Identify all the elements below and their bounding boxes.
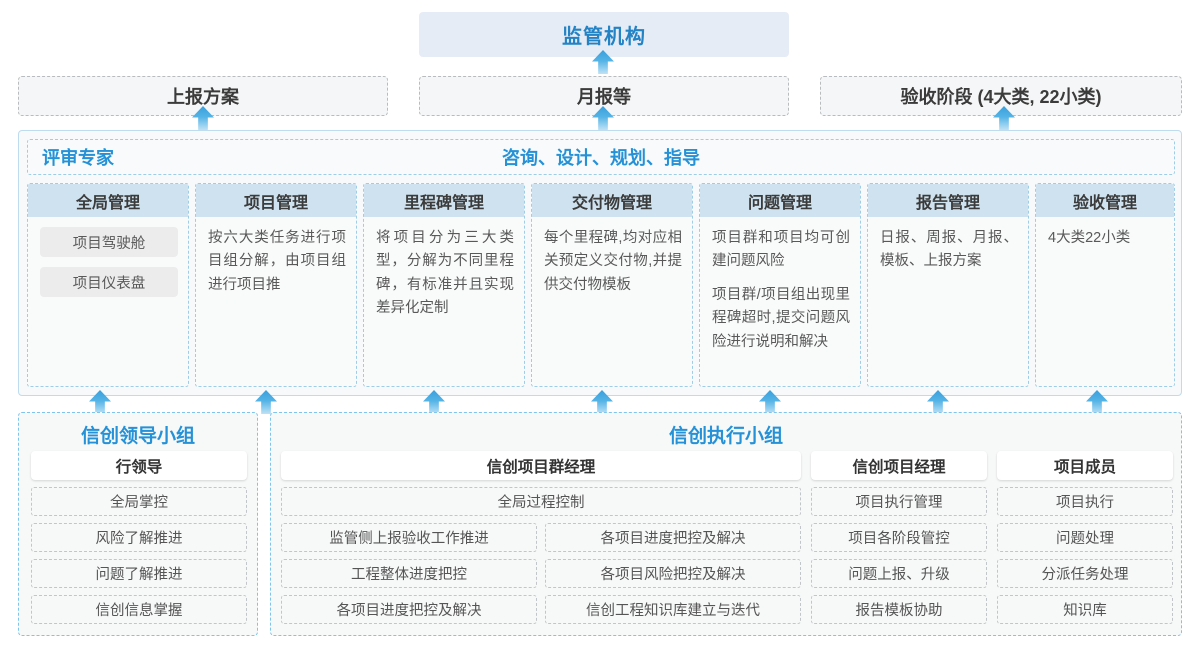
management-column-issue[interactable]: 问题管理 项目群和项目均可创建问题风险 项目群/项目组出现里程碑超时,提交问题风… (699, 183, 861, 387)
management-column-milestone[interactable]: 里程碑管理 将项目分为三大类型，分解为不同里程碑，有标准并且实现差异化定制 (363, 183, 525, 387)
role-duty-item[interactable]: 工程整体进度把控 (281, 559, 537, 588)
column-paragraph: 每个里程碑,均对应相关预定义交付物,并提供交付物模板 (544, 230, 682, 293)
duty-row: 监管侧上报验收工作推进 各项目进度把控及解决 (281, 523, 801, 552)
role-title: 项目成员 (997, 451, 1173, 480)
role-duty-item[interactable]: 问题上报、升级 (811, 559, 987, 588)
management-column-acceptance[interactable]: 验收管理 4大类22小类 (1035, 183, 1175, 387)
column-paragraph: 项目群/项目组出现里程碑超时,提交问题风险进行说明和解决 (712, 286, 850, 350)
column-paragraph: 4大类22小类 (1048, 230, 1131, 246)
column-paragraph: 项目群和项目均可创建问题风险 (712, 230, 850, 270)
consulting-title-bar: 评审专家 咨询、设计、规划、指导 (27, 139, 1175, 175)
leadership-group-title: 信创领导小组 (80, 426, 195, 447)
role-duty-item[interactable]: 各项目风险把控及解决 (545, 559, 801, 588)
regulator-label: 监管机构 (562, 26, 646, 48)
role-duty-item[interactable]: 风险了解推进 (31, 523, 247, 552)
column-header: 交付物管理 (532, 184, 692, 217)
document-label: 月报等 (577, 87, 631, 107)
management-column-global[interactable]: 全局管理 项目驾驶舱 项目仪表盘 (27, 183, 189, 387)
role-duty-item[interactable]: 各项目进度把控及解决 (545, 523, 801, 552)
role-title: 行领导 (31, 451, 247, 480)
review-expert-title: 评审专家 (42, 148, 114, 168)
role-duty-item[interactable]: 全局过程控制 (281, 487, 801, 516)
column-body: 将项目分为三大类型，分解为不同里程碑，有标准并且实现差异化定制 (364, 217, 524, 386)
column-header: 里程碑管理 (364, 184, 524, 217)
column-header: 问题管理 (700, 184, 860, 217)
role-card-project-manager: 信创项目经理 项目执行管理 项目各阶段管控 问题上报、升级 报告模板协助 (811, 451, 987, 624)
regulator-box: 监管机构 (419, 12, 789, 57)
role-duty-item[interactable]: 项目执行 (997, 487, 1173, 516)
role-card-program-manager: 信创项目群经理 全局过程控制 监管侧上报验收工作推进 各项目进度把控及解决 工程… (281, 451, 801, 624)
role-duty-item[interactable]: 分派任务处理 (997, 559, 1173, 588)
column-header: 项目管理 (196, 184, 356, 217)
role-duty-item[interactable]: 全局掌控 (31, 487, 247, 516)
role-duty-item[interactable]: 问题处理 (997, 523, 1173, 552)
column-body: 项目驾驶舱 项目仪表盘 (28, 217, 188, 386)
feature-pill[interactable]: 项目仪表盘 (40, 267, 178, 297)
column-body: 项目群和项目均可创建问题风险 项目群/项目组出现里程碑超时,提交问题风险进行说明… (700, 217, 860, 386)
column-header: 全局管理 (28, 184, 188, 217)
column-body: 4大类22小类 (1036, 217, 1174, 386)
management-column-project[interactable]: 项目管理 按六大类任务进行项目组分解，由项目组进行项目推 (195, 183, 357, 387)
duty-row: 工程整体进度把控 各项目风险把控及解决 (281, 559, 801, 588)
column-body: 日报、周报、月报、模板、上报方案 (868, 217, 1028, 386)
column-paragraph: 日报、周报、月报、模板、上报方案 (880, 230, 1018, 270)
management-column-deliverable[interactable]: 交付物管理 每个里程碑,均对应相关预定义交付物,并提供交付物模板 (531, 183, 693, 387)
role-duty-item[interactable]: 项目各阶段管控 (811, 523, 987, 552)
consulting-services-title: 咨询、设计、规划、指导 (502, 148, 700, 168)
execution-group-panel: 信创执行小组 信创项目群经理 全局过程控制 监管侧上报验收工作推进 各项目进度把… (270, 412, 1182, 636)
column-header: 报告管理 (868, 184, 1028, 217)
execution-group-title: 信创执行小组 (668, 426, 783, 447)
column-body: 按六大类任务进行项目组分解，由项目组进行项目推 (196, 217, 356, 386)
role-title: 信创项目群经理 (281, 451, 801, 480)
column-paragraph: 将项目分为三大类型，分解为不同里程碑，有标准并且实现差异化定制 (376, 230, 514, 317)
role-title: 信创项目经理 (811, 451, 987, 480)
column-paragraph: 按六大类任务进行项目组分解，由项目组进行项目推 (208, 230, 346, 293)
leadership-group-panel: 信创领导小组 行领导 全局掌控 风险了解推进 问题了解推进 信创信息掌握 (18, 412, 258, 636)
feature-pill[interactable]: 项目驾驶舱 (40, 227, 178, 257)
role-duty-item[interactable]: 监管侧上报验收工作推进 (281, 523, 537, 552)
duty-row: 各项目进度把控及解决 信创工程知识库建立与迭代 (281, 595, 801, 624)
role-duty-item[interactable]: 各项目进度把控及解决 (281, 595, 537, 624)
role-duty-item[interactable]: 报告模板协助 (811, 595, 987, 624)
role-duty-item[interactable]: 知识库 (997, 595, 1173, 624)
role-card-bank-leader: 行领导 全局掌控 风险了解推进 问题了解推进 信创信息掌握 (31, 451, 247, 624)
consulting-panel: 评审专家 咨询、设计、规划、指导 全局管理 项目驾驶舱 项目仪表盘 项目管理 按… (18, 130, 1182, 396)
column-body: 每个里程碑,均对应相关预定义交付物,并提供交付物模板 (532, 217, 692, 386)
role-card-project-member: 项目成员 项目执行 问题处理 分派任务处理 知识库 (997, 451, 1173, 624)
role-duty-item[interactable]: 问题了解推进 (31, 559, 247, 588)
role-duty-item[interactable]: 信创信息掌握 (31, 595, 247, 624)
management-column-report[interactable]: 报告管理 日报、周报、月报、模板、上报方案 (867, 183, 1029, 387)
document-label: 验收阶段 (4大类, 22小类) (900, 87, 1102, 107)
role-duty-item[interactable]: 信创工程知识库建立与迭代 (545, 595, 801, 624)
role-duty-item[interactable]: 项目执行管理 (811, 487, 987, 516)
document-label: 上报方案 (167, 87, 239, 107)
column-header: 验收管理 (1036, 184, 1174, 217)
